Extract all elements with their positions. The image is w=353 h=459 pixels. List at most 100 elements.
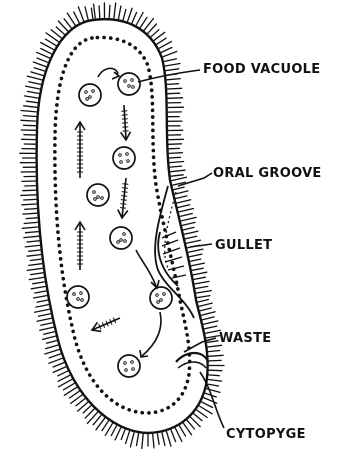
cilium bbox=[167, 432, 172, 447]
cilium bbox=[175, 428, 182, 441]
cilium bbox=[192, 268, 203, 270]
cilium bbox=[199, 303, 212, 306]
label-leaders bbox=[138, 70, 224, 428]
cilium bbox=[83, 406, 91, 413]
cilium bbox=[109, 5, 110, 17]
cytopyge-opening bbox=[176, 353, 208, 368]
cilium bbox=[33, 62, 46, 67]
cilium bbox=[136, 13, 143, 26]
cilium bbox=[197, 296, 210, 298]
cilium bbox=[121, 430, 125, 440]
cilium bbox=[24, 222, 37, 223]
cilium bbox=[204, 321, 218, 324]
cilium bbox=[58, 371, 68, 376]
food-vacuole bbox=[150, 287, 172, 309]
cilium bbox=[184, 231, 197, 234]
cilium bbox=[78, 7, 83, 21]
cilium bbox=[157, 38, 166, 44]
cilium bbox=[176, 196, 187, 199]
cilium bbox=[76, 399, 85, 406]
cilium bbox=[23, 190, 36, 191]
cilium bbox=[29, 82, 41, 85]
cilium bbox=[180, 214, 192, 217]
cilium bbox=[26, 86, 40, 89]
cilium bbox=[181, 217, 196, 221]
cilium bbox=[169, 153, 182, 154]
food-vacuole bbox=[79, 84, 101, 106]
label-cytopyge: CYTOPYGE bbox=[226, 427, 306, 442]
cilium bbox=[34, 68, 44, 71]
cilium bbox=[56, 27, 64, 34]
cilium bbox=[21, 195, 36, 196]
cilium bbox=[182, 222, 195, 225]
cilium bbox=[178, 205, 190, 208]
cilium bbox=[171, 175, 183, 176]
flow-arrow bbox=[92, 318, 120, 332]
cilium bbox=[194, 277, 206, 279]
cilium bbox=[34, 296, 47, 298]
cilium bbox=[46, 345, 58, 349]
cilium bbox=[148, 24, 157, 33]
food-vacuole bbox=[118, 355, 140, 377]
cilium bbox=[29, 264, 42, 266]
cilium bbox=[204, 398, 217, 404]
cilium bbox=[25, 245, 39, 247]
cilium bbox=[53, 363, 64, 367]
cilium bbox=[29, 277, 44, 279]
cilium bbox=[123, 9, 126, 20]
cilium bbox=[23, 116, 36, 117]
cilium bbox=[163, 52, 177, 57]
cilium bbox=[33, 282, 45, 284]
food-vacuole bbox=[87, 184, 109, 206]
cilium bbox=[49, 358, 62, 363]
cilium bbox=[27, 76, 42, 80]
cilium bbox=[190, 254, 202, 257]
cilium bbox=[168, 88, 182, 89]
label-food-vacuole: FOOD VACUOLE bbox=[203, 62, 320, 77]
cilium bbox=[190, 259, 200, 261]
cilium bbox=[208, 380, 221, 382]
cilium bbox=[24, 236, 39, 237]
cilium bbox=[194, 414, 202, 421]
cilium bbox=[74, 12, 80, 23]
cilium bbox=[137, 434, 139, 446]
cilium bbox=[196, 291, 211, 293]
cilium bbox=[132, 12, 137, 23]
cilium bbox=[154, 32, 165, 40]
cilium bbox=[174, 187, 184, 190]
cilium bbox=[151, 30, 159, 37]
cilium bbox=[41, 323, 52, 326]
food-vacuole bbox=[118, 73, 140, 95]
label-gullet: GULLET bbox=[215, 238, 272, 253]
food-vacuole bbox=[113, 147, 135, 169]
cilium bbox=[70, 391, 80, 398]
cilium bbox=[159, 42, 171, 49]
cilium bbox=[31, 287, 45, 289]
cilium bbox=[187, 240, 201, 243]
cilium bbox=[169, 157, 180, 158]
cilium bbox=[36, 305, 49, 308]
cilium bbox=[165, 64, 180, 67]
cilium bbox=[209, 355, 223, 356]
cilium bbox=[209, 375, 220, 376]
cilium bbox=[168, 98, 183, 99]
cilium bbox=[171, 170, 186, 172]
cilium bbox=[162, 433, 165, 446]
cilium bbox=[187, 420, 194, 429]
flow-arrow bbox=[118, 178, 129, 218]
cilium bbox=[41, 49, 52, 54]
cilium bbox=[37, 52, 50, 58]
cilium bbox=[49, 354, 60, 358]
cilium bbox=[175, 191, 188, 194]
flow-arrow bbox=[121, 105, 131, 140]
cilium bbox=[29, 250, 40, 251]
cilium bbox=[64, 19, 71, 28]
cilium bbox=[94, 4, 96, 18]
cilium bbox=[38, 314, 50, 317]
cilium bbox=[180, 426, 186, 436]
cyclosis-arrows bbox=[75, 68, 161, 357]
cilium bbox=[208, 384, 219, 386]
cilium bbox=[195, 281, 209, 284]
cilium bbox=[198, 300, 208, 303]
